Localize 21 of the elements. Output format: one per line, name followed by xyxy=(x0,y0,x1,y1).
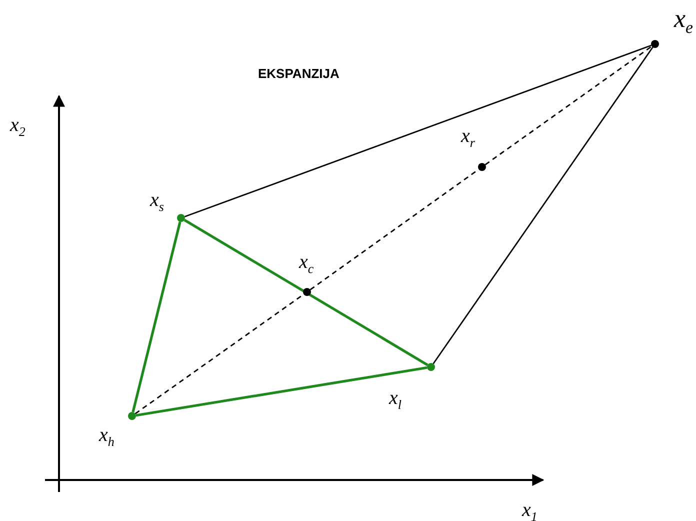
point-dot xyxy=(128,412,136,420)
point-dot xyxy=(303,288,311,296)
dashed-line xyxy=(484,46,652,166)
point-dot xyxy=(478,163,486,171)
line-segment xyxy=(132,222,182,412)
point-label: x$_{s}$ xyxy=(150,190,164,213)
point-label: x$_{r}$ xyxy=(461,126,475,149)
point-label: x$_{c}$ xyxy=(299,252,314,275)
point-dot xyxy=(651,40,659,48)
point-dot xyxy=(427,363,435,371)
point-label: x$_{l}$ xyxy=(389,388,402,411)
diagram-title: EKSPANZIJA xyxy=(258,66,340,81)
point-label: x$_{h}$ xyxy=(99,425,114,448)
axis-label: x$_{2}$ xyxy=(10,115,26,138)
line-segment xyxy=(136,366,428,417)
axis-label: x$_{1}$ xyxy=(522,500,538,521)
point-label: x$_{e}$ xyxy=(674,6,694,38)
line-segment xyxy=(432,46,654,364)
line-segment xyxy=(184,44,652,218)
point-dot xyxy=(177,214,185,222)
line-segment xyxy=(184,218,428,366)
